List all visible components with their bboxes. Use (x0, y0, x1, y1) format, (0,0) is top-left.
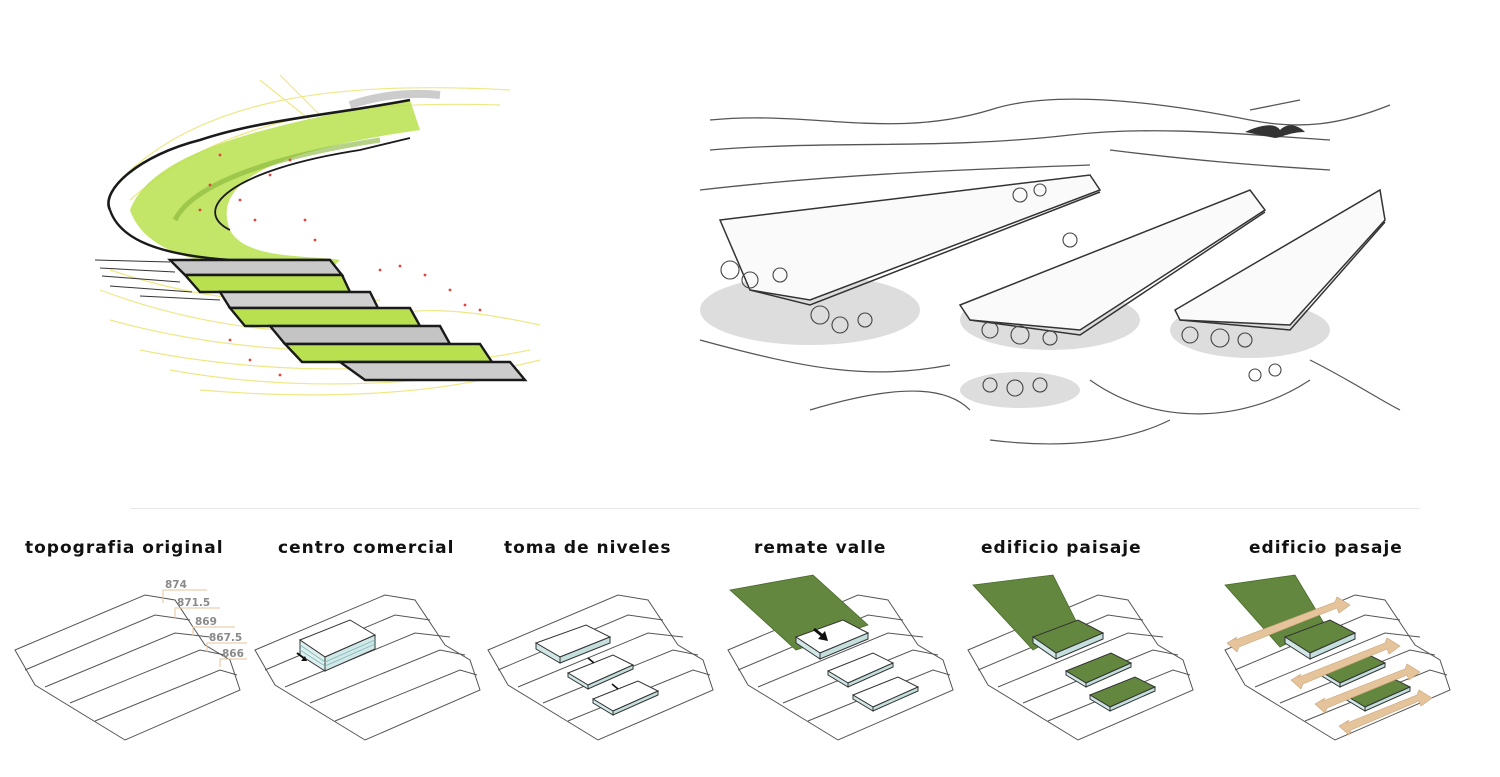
diagram-topografia-original: 874 871.5 869 867.5 866 (14, 575, 255, 745)
step-title-toma-de-niveles: toma de niveles (504, 538, 672, 558)
diagram-toma-de-niveles (487, 575, 728, 745)
section-divider (130, 508, 1420, 509)
diagram-centro-comercial (254, 575, 495, 745)
step-title-edificio-pasaje: edificio pasaje (1249, 538, 1403, 558)
elevation-label: 874 (165, 579, 187, 591)
sketch-curved-terraces-drawing (94, 74, 541, 396)
diagram-edificio-pasaje (1224, 574, 1465, 745)
elevation-label: 867.5 (209, 632, 242, 644)
diagram-edificio-paisaje (967, 574, 1208, 745)
elevation-label: 866 (222, 648, 244, 660)
step-title-remate-valle: remate valle (754, 538, 887, 558)
step-title-centro-comercial: centro comercial (278, 538, 455, 558)
step-title-edificio-paisaje: edificio paisaje (981, 538, 1142, 558)
sketch-valley-platforms (690, 80, 1410, 460)
diagram-remate-valle (727, 574, 968, 745)
sketch-curved-terraces (80, 60, 550, 400)
elevation-label: 869 (195, 616, 217, 628)
step-title-topografia-original: topografia original (25, 538, 224, 558)
elevation-label: 871.5 (177, 597, 210, 609)
sketch-valley-platforms-drawing (699, 98, 1401, 445)
